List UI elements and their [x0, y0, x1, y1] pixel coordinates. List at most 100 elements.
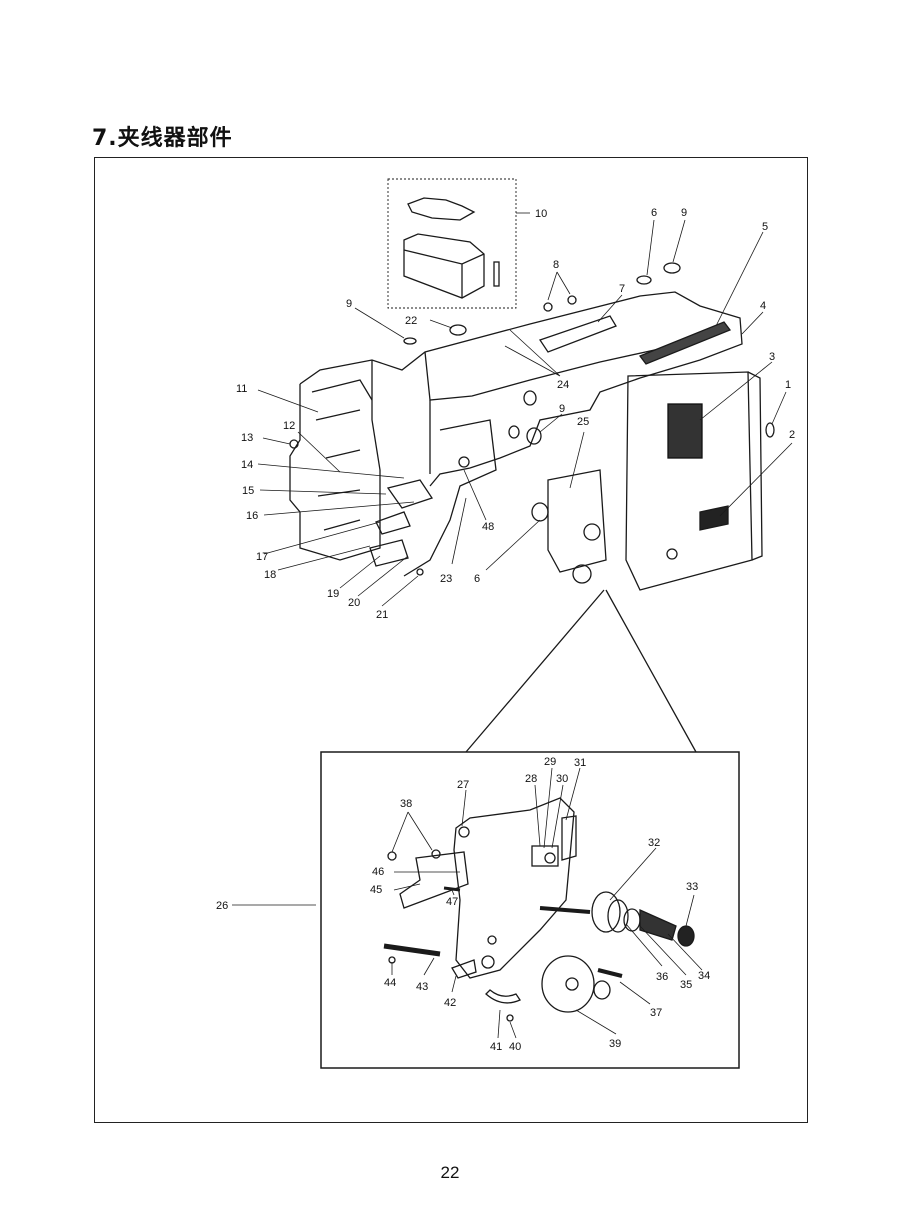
label-part-19: 19 [327, 588, 339, 600]
part-33-nut [677, 925, 695, 947]
label-part-13: 13 [241, 432, 253, 444]
part-42-spring [451, 959, 477, 979]
bracket-hole-c [487, 935, 497, 945]
label-part-14: 14 [241, 459, 253, 471]
detail-zoom-lines [465, 589, 697, 753]
thread-guide-plate [403, 419, 497, 577]
part-28-block [531, 845, 559, 867]
part-37-screw [597, 968, 623, 978]
label-part-18: 18 [264, 569, 276, 581]
label-part-21: 21 [376, 609, 388, 621]
machine-arm-outline [299, 291, 743, 487]
label-part-36: 36 [656, 971, 668, 983]
tension-bracket [547, 469, 607, 573]
label-part-31: 31 [574, 757, 586, 769]
hole-shape [508, 425, 520, 439]
label-part-28: 28 [525, 773, 537, 785]
part-37-collar [593, 980, 611, 1000]
label-part-38: 38 [400, 798, 412, 810]
label-part-15: 15 [242, 485, 254, 497]
label-part-39: 39 [609, 1038, 621, 1050]
part-40-screw [506, 1014, 514, 1022]
part-8-screw-b [567, 295, 577, 305]
detail-shaft [539, 906, 591, 914]
label-part-17: 17 [256, 551, 268, 563]
label-part-1: 1 [785, 379, 791, 391]
cover-box-edge [403, 249, 485, 298]
part-9-plug [526, 427, 542, 445]
head-cover-outline [625, 371, 753, 591]
part-1-plug [765, 422, 775, 438]
part-43-stud [383, 943, 441, 957]
part-9-small-cap [403, 337, 417, 345]
part-19-block [369, 539, 409, 567]
label-part-6: 6 [474, 573, 480, 585]
part-36-disc [607, 899, 629, 933]
part-5-slot [638, 321, 732, 365]
arm-top-edge [424, 339, 701, 401]
label-part-9: 9 [559, 403, 565, 415]
part-35-washer [623, 908, 641, 932]
label-part-6: 6 [651, 207, 657, 219]
head-cover-side [747, 371, 763, 561]
label-part-9: 9 [681, 207, 687, 219]
pin-shape [493, 261, 500, 287]
part-10-dashed-box [387, 178, 517, 309]
label-part-33: 33 [686, 881, 698, 893]
label-part-23: 23 [440, 573, 452, 585]
page-title: 7.夹线器部件 [92, 126, 233, 151]
label-part-24: 24 [557, 379, 569, 391]
tension-stud [583, 523, 601, 541]
label-part-46: 46 [372, 866, 384, 878]
cover-box-shape [403, 233, 485, 299]
part-41-guard [485, 989, 521, 1004]
label-part-22: 22 [405, 315, 417, 327]
label-part-10: 10 [535, 208, 547, 220]
part-48-stud [458, 456, 470, 468]
label-part-42: 42 [444, 997, 456, 1009]
part-15-lever [386, 479, 434, 509]
label-part-9: 9 [346, 298, 352, 310]
part-39-wheel [541, 955, 595, 1013]
part-45-guide [399, 851, 469, 909]
part-32-disc [591, 891, 621, 933]
diagram-frame [94, 157, 808, 1123]
label-part-45: 45 [370, 884, 382, 896]
label-part-48: 48 [482, 521, 494, 533]
part-31-plate [561, 815, 577, 861]
head-hole [666, 548, 678, 560]
label-part-44: 44 [384, 977, 396, 989]
label-part-16: 16 [246, 510, 258, 522]
label-part-27: 27 [457, 779, 469, 791]
label-part-25: 25 [577, 416, 589, 428]
part-47-pin [443, 886, 461, 892]
label-part-12: 12 [283, 420, 295, 432]
left-housing-detail [311, 379, 373, 531]
detail-bracket-27 [453, 797, 575, 979]
label-part-41: 41 [490, 1041, 502, 1053]
label-part-4: 4 [760, 300, 766, 312]
label-part-8: 8 [553, 259, 559, 271]
part-38-screw-a [387, 851, 397, 861]
label-part-40: 40 [509, 1041, 521, 1053]
label-part-34: 34 [698, 970, 710, 982]
label-part-11: 11 [236, 383, 247, 395]
cover-plate-shape [407, 197, 476, 221]
part-17-slider [375, 511, 411, 535]
left-housing-outline [289, 360, 381, 561]
label-part-37: 37 [650, 1007, 662, 1019]
label-part-35: 35 [680, 979, 692, 991]
tension-disc [572, 564, 592, 584]
label-part-7: 7 [619, 283, 625, 295]
part-8-screw-a [543, 302, 553, 312]
part-6-cap [636, 275, 652, 285]
label-part-5: 5 [762, 221, 768, 233]
part-9-cap [663, 262, 681, 274]
label-part-47: 47 [446, 896, 458, 908]
nameplate-3 [667, 403, 703, 459]
label-part-30: 30 [556, 773, 568, 785]
plate-2 [699, 505, 729, 531]
label-part-32: 32 [648, 837, 660, 849]
part-22-cap [449, 324, 467, 336]
